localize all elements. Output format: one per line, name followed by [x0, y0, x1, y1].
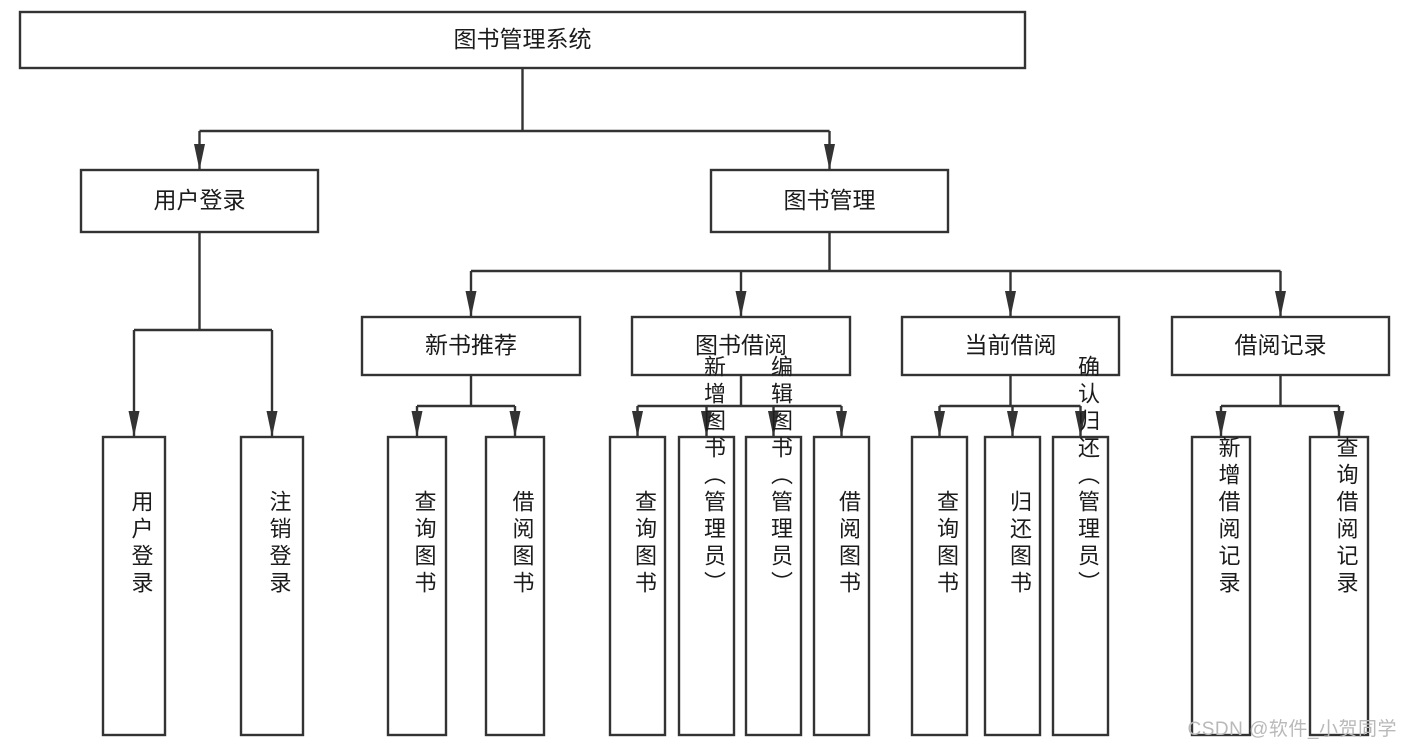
arrow-head-icon	[1215, 411, 1227, 437]
connector-edges-layer	[128, 68, 1345, 437]
arrow-head-icon	[768, 411, 779, 437]
node-leaf-leaf-add-book-admin[interactable]: 新增图书（管理员）	[677, 355, 736, 737]
arrow-head-icon	[1075, 411, 1086, 437]
node-label-book-management: 图书管理	[784, 187, 876, 213]
node-leaf-leaf-edit-book-admin[interactable]: 编辑图书（管理员）	[744, 355, 803, 737]
arrow-head-icon	[701, 411, 712, 437]
node-box-new-book-recommend	[360, 315, 582, 377]
node-box-leaf-borrow-book	[812, 435, 871, 737]
arrow-head-icon	[824, 144, 835, 170]
arrow-head-icon	[1333, 411, 1345, 437]
csdn-watermark: CSDN @软件_小贺同学	[1187, 719, 1397, 740]
node-box-leaf-query-borrow-record	[1308, 435, 1370, 737]
connector-recommend-to-leaves	[411, 375, 521, 437]
node-leaf-leaf-user-login[interactable]: 用户登录	[101, 435, 167, 737]
connector-root-to-level2	[194, 68, 835, 170]
connector-records-to-leaves	[1215, 375, 1345, 437]
node-box-leaf-add-book-admin	[677, 435, 736, 737]
node-label-leaf-return-book: 归还图书	[1007, 490, 1032, 598]
node-box-leaf-add-borrow-record	[1190, 435, 1252, 737]
node-label-leaf-query-book-recommend: 查询图书	[412, 490, 437, 598]
node-level2-user-login[interactable]: 用户登录	[79, 168, 320, 234]
node-label-leaf-borrow-book-recommend: 借阅图书	[510, 490, 535, 598]
node-box-leaf-return-book	[983, 435, 1042, 737]
arrow-head-icon	[632, 411, 643, 437]
node-box-leaf-query-book-recommend	[386, 435, 448, 737]
arrow-head-icon	[266, 411, 278, 437]
node-level3-borrow-records[interactable]: 借阅记录	[1170, 315, 1391, 377]
arrow-head-icon	[411, 411, 423, 437]
node-box-borrow-records	[1170, 315, 1391, 377]
arrow-head-icon	[1275, 291, 1286, 317]
node-leaf-leaf-confirm-return-admin[interactable]: 确认归还（管理员）	[1051, 355, 1110, 737]
node-box-book-management	[709, 168, 950, 234]
arrow-head-icon	[128, 411, 140, 437]
node-box-leaf-edit-book-admin	[744, 435, 803, 737]
arrow-head-icon	[194, 144, 205, 170]
node-label-book-borrow: 图书借阅	[695, 332, 787, 358]
node-box-leaf-borrow-book-recommend	[484, 435, 546, 737]
node-box-leaf-query-book-borrow	[608, 435, 667, 737]
arrow-head-icon	[465, 291, 477, 317]
node-label-new-book-recommend: 新书推荐	[425, 332, 517, 358]
node-leaf-leaf-query-book-current[interactable]: 查询图书	[910, 435, 969, 737]
node-boxes-layer: 图书管理系统用户登录图书管理新书推荐图书借阅当前借阅借阅记录用户登录注销登录查询…	[18, 10, 1391, 737]
node-label-leaf-query-book-borrow: 查询图书	[632, 490, 657, 598]
node-leaf-leaf-add-borrow-record[interactable]: 新增借阅记录	[1190, 435, 1252, 737]
node-leaf-leaf-logout[interactable]: 注销登录	[239, 435, 305, 737]
node-box-current-borrow	[900, 315, 1121, 377]
node-label-current-borrow: 当前借阅	[965, 332, 1057, 358]
node-level3-new-book-recommend[interactable]: 新书推荐	[360, 315, 582, 377]
node-level2-book-management[interactable]: 图书管理	[709, 168, 950, 234]
node-box-leaf-user-login	[101, 435, 167, 737]
arrow-head-icon	[1005, 291, 1016, 317]
node-box-book-borrow	[630, 315, 852, 377]
node-label-leaf-add-borrow-record: 新增借阅记录	[1216, 436, 1241, 598]
node-box-leaf-logout	[239, 435, 305, 737]
node-label-borrow-records: 借阅记录	[1235, 332, 1327, 358]
node-label-leaf-query-borrow-record: 查询借阅记录	[1334, 436, 1359, 598]
node-leaf-leaf-borrow-book-recommend[interactable]: 借阅图书	[484, 435, 546, 737]
arrow-head-icon	[509, 411, 521, 437]
node-leaf-leaf-query-book-borrow[interactable]: 查询图书	[608, 435, 667, 737]
node-label-user-login: 用户登录	[154, 187, 246, 213]
node-box-user-login	[79, 168, 320, 234]
node-box-leaf-confirm-return-admin	[1051, 435, 1110, 737]
node-level3-current-borrow[interactable]: 当前借阅	[900, 315, 1121, 377]
node-leaf-leaf-borrow-book[interactable]: 借阅图书	[812, 435, 871, 737]
arrow-head-icon	[836, 411, 847, 437]
node-label-leaf-add-book-admin: 新增图书（管理员）	[701, 355, 726, 598]
node-label-leaf-user-login: 用户登录	[129, 490, 154, 598]
arrow-head-icon	[735, 291, 747, 317]
node-label-leaf-edit-book-admin: 编辑图书（管理员）	[768, 355, 793, 598]
connector-userlogin-to-leaves	[128, 232, 278, 437]
node-box-leaf-query-book-current	[910, 435, 969, 737]
node-leaf-leaf-query-borrow-record[interactable]: 查询借阅记录	[1308, 435, 1370, 737]
arrow-head-icon	[934, 411, 945, 437]
node-label-leaf-borrow-book: 借阅图书	[836, 490, 861, 598]
node-box-root	[18, 10, 1027, 70]
connector-bookmgmt-to-level3	[465, 232, 1286, 317]
node-level3-book-borrow[interactable]: 图书借阅	[630, 315, 852, 377]
node-label-leaf-query-book-current: 查询图书	[934, 490, 959, 598]
arrow-head-icon	[1007, 411, 1018, 437]
connector-borrow-to-leaves	[632, 375, 847, 437]
node-leaf-leaf-return-book[interactable]: 归还图书	[983, 435, 1042, 737]
node-label-root: 图书管理系统	[454, 26, 592, 52]
node-label-leaf-logout: 注销登录	[267, 490, 292, 598]
node-label-leaf-confirm-return-admin: 确认归还（管理员）	[1075, 355, 1100, 598]
connector-current-to-leaves	[934, 375, 1086, 437]
node-leaf-leaf-query-book-recommend[interactable]: 查询图书	[386, 435, 448, 737]
node-root[interactable]: 图书管理系统	[18, 10, 1027, 70]
